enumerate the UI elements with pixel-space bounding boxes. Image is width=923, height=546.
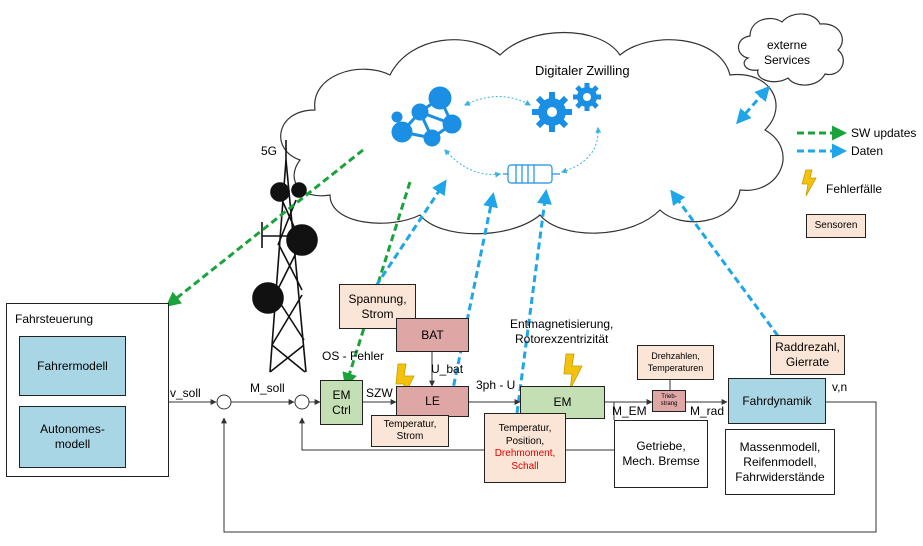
- neural-network-icon: [391, 86, 462, 147]
- fahrdynamik-models-box: Massenmodell, Reifenmodell, Fahrwiderstä…: [725, 429, 835, 495]
- em-sensor-temperatur: Temperatur,: [498, 423, 552, 434]
- v-n-label: v,n: [832, 380, 848, 394]
- external-services-cloud: [737, 13, 844, 86]
- digital-twin-cloud: [280, 32, 784, 235]
- os-fehler-label: OS - Fehler: [322, 349, 385, 363]
- u-bat-label: U_bat: [431, 362, 464, 376]
- gears-icon: [532, 83, 601, 132]
- sw-update-arrows: [165, 148, 412, 388]
- em-sensor-schall: Schall: [511, 460, 539, 472]
- cloud-title: Digitaler Zwilling: [535, 63, 630, 78]
- raddrezahl-sensor-box: Raddrezahl, Gierrate: [770, 335, 845, 375]
- m-rad-label: M_rad: [690, 404, 725, 418]
- le-block: LE: [396, 386, 469, 417]
- external-services-label: externe Services: [764, 38, 811, 67]
- data-arrows: [374, 85, 780, 419]
- drehzahlen-sensor-box: Drehzahlen, Temperaturen: [637, 345, 714, 380]
- entmagnetisierung-label: Entmagnetisierung, Rotorexzentrizität: [510, 317, 614, 346]
- em-bolt-icon: [563, 353, 583, 391]
- motor-icon: [503, 164, 560, 184]
- em-ctrl-block: EM Ctrl: [320, 380, 363, 425]
- getriebe-box: Getriebe, Mech. Bremse: [614, 420, 708, 488]
- legend-sw-label: SW updates: [851, 126, 917, 140]
- signal-paths: [126, 352, 877, 533]
- legend-bolt-icon: [801, 169, 817, 197]
- em-sensor-box: Temperatur, Position, Drehmoment, Schall: [484, 413, 566, 483]
- m-soll-label: M_soll: [250, 381, 285, 395]
- fahrermodell-block: Fahrermodell: [19, 336, 126, 396]
- legend-sensor-box: Sensoren: [806, 214, 866, 238]
- em-sensor-position: Position,: [505, 435, 545, 447]
- szw-label: SZW: [366, 386, 393, 400]
- bat-block: BAT: [396, 318, 469, 352]
- 5g-tower-icon: [252, 140, 318, 373]
- m-em-label: M_EM: [612, 404, 647, 418]
- 3ph-u-label: 3ph - U: [476, 378, 516, 392]
- em-sensor-drehmoment: Drehmoment,: [494, 448, 556, 459]
- triebstrang-block: Trieb- strang: [652, 390, 686, 412]
- fahrsteuerung-title: Fahrsteuerung: [15, 312, 94, 326]
- legend-data-label: Daten: [851, 144, 884, 158]
- v-soll-label: v_soll: [170, 386, 201, 400]
- autonomes-modell-block: Autonomes- modell: [19, 406, 126, 468]
- twin-internal-links: [444, 96, 602, 178]
- 5g-label: 5G: [261, 144, 278, 158]
- le-sensor-box: Temperatur, Strom: [371, 415, 449, 447]
- legend-fault-label: Fehlerfälle: [826, 182, 883, 196]
- fahrdynamik-block: Fahrdynamik: [728, 378, 826, 424]
